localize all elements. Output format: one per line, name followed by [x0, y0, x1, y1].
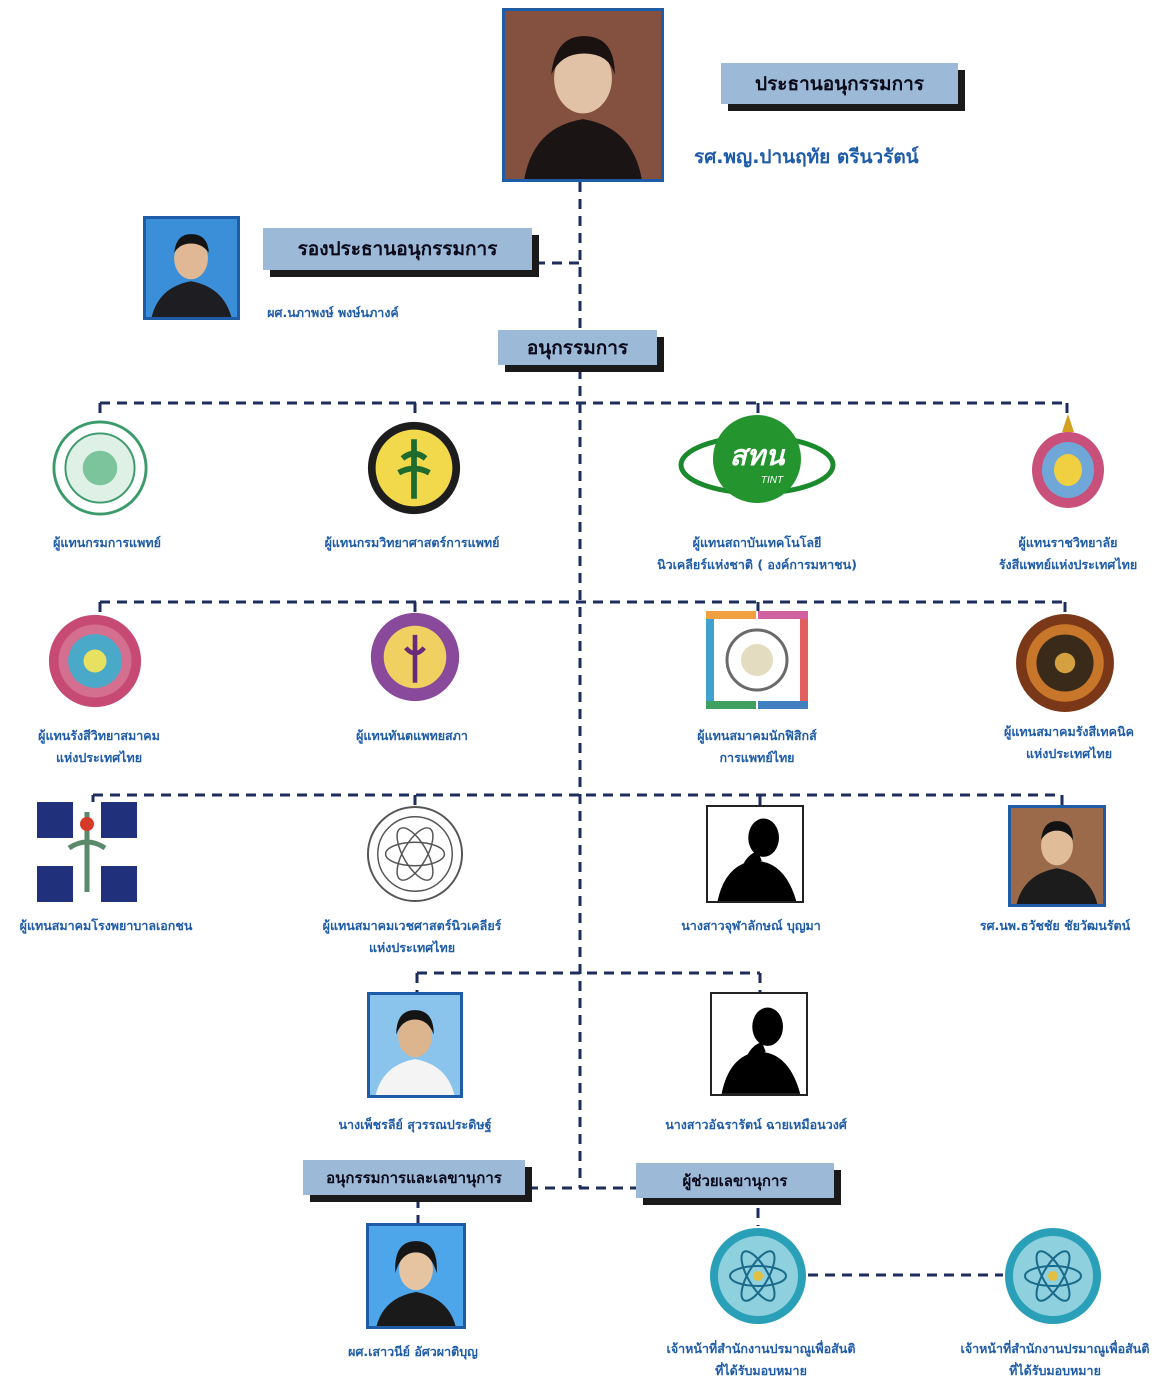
vice-chair-name-text: ผศ.นภาพงษ์ พงษ์นภางค์ [267, 305, 399, 320]
assistant-staff-1-line2: ที่ได้รับมอบหมาย [715, 1363, 807, 1378]
vice-chair-photo [143, 216, 240, 320]
secretary-name-text: ผศ.เสาวนีย์ อัศวผาติบุญ [348, 1344, 478, 1359]
member-r3-2-line2: แห่งประเทศไทย [368, 940, 456, 955]
dental-council-logo [369, 611, 461, 703]
assistant-staff-2-line2: ที่ได้รับมอบหมาย [1009, 1363, 1101, 1378]
member-r1-2: ผู้แทนกรมวิทยาศาสตร์การแพทย์ [325, 532, 500, 554]
radiology-college-logo [1028, 412, 1108, 510]
member-r1-2-line1: ผู้แทนกรมวิทยาศาสตร์การแพทย์ [324, 535, 500, 550]
member-r2-4: ผู้แทนสมาคมรังสีเทคนิค แห่งประเทศไทย [1004, 721, 1134, 765]
vice-chair-title: รองประธานอนุกรรมการ [297, 238, 498, 260]
chair-photo [502, 8, 664, 182]
member-r1-3-line1: ผู้แทนสถาบันเทคโนโลยี [692, 535, 822, 550]
member-r1-4: ผู้แทนราชวิทยาลัย รังสีแพทย์แห่งประเทศไท… [999, 532, 1137, 576]
vice-chair-title-box: รองประธานอนุกรรมการ [263, 228, 532, 270]
member-r3-3-line1: นางสาวจุฬาลักษณ์ บุญมา [681, 918, 821, 933]
member-r2-1-line1: ผู้แทนรังสีวิทยาสมาคม [38, 728, 160, 743]
assistant-staff-1: เจ้าหน้าที่สำนักงานปรมาณูเพื่อสันติ ที่ไ… [667, 1338, 856, 1382]
member-r3-2-line1: ผู้แทนสมาคมเวชศาสตร์นิวเคลียร์ [322, 918, 502, 933]
member-r4-2: นางสาวอัฉรารัตน์ ฉายเหมือนวงศ์ [665, 1114, 847, 1136]
dept-medical-sciences-logo [366, 420, 462, 516]
member-r1-1-line1: ผู้แทนกรมการแพทย์ [53, 535, 161, 550]
radiological-society-logo [47, 613, 143, 709]
assistant-title-box: ผู้ช่วยเลขานุการ [636, 1163, 834, 1198]
chair-name: รศ.พญ.ปานฤทัย ตรีนวรัตน์ [694, 146, 919, 168]
member-photo-thawatchai [1008, 805, 1106, 907]
member-r3-1-line1: ผู้แทนสมาคมโรงพยาบาลเอกชน [19, 918, 193, 933]
member-r2-3-line1: ผู้แทนสมาคมนักฟิสิกส์ [697, 728, 817, 743]
member-r2-3: ผู้แทนสมาคมนักฟิสิกส์ การแพทย์ไทย [697, 725, 816, 769]
member-r1-1: ผู้แทนกรมการแพทย์ [53, 532, 161, 554]
member-r1-3: ผู้แทนสถาบันเทคโนโลยี นิวเคลียร์แห่งชาติ… [657, 532, 857, 576]
vice-chair-name: ผศ.นภาพงษ์ พงษ์นภางค์ [267, 302, 399, 324]
member-r2-1-line2: แห่งประเทศไทย [55, 750, 143, 765]
member-r2-2-line1: ผู้แทนทันตแพทยสภา [356, 728, 468, 743]
chair-title-box: ประธานอนุกรรมการ [721, 63, 958, 104]
secretary-name: ผศ.เสาวนีย์ อัศวผาติบุญ [348, 1341, 478, 1363]
member-r3-4-line1: รศ.นพ.ธวัชชัย ชัยวัฒนรัตน์ [979, 918, 1131, 933]
assistant-staff-2-line1: เจ้าหน้าที่สำนักงานปรมาณูเพื่อสันติ [960, 1341, 1150, 1356]
tint-logo-subtext: TINT [761, 475, 784, 486]
medical-physicists-logo [706, 611, 808, 709]
secretary-title: อนุกรรมการและเลขานุการ [326, 1168, 502, 1187]
assistant-staff-1-line1: เจ้าหน้าที่สำนักงานปรมาณูเพื่อสันติ [666, 1341, 856, 1356]
member-placeholder-silhouette [706, 805, 804, 903]
member-photo-petchlee [367, 992, 463, 1098]
member-r3-4: รศ.นพ.ธวัชชัย ชัยวัฒนรัตน์ [980, 915, 1130, 937]
member-r2-1: ผู้แทนรังสีวิทยาสมาคม แห่งประเทศไทย [38, 725, 160, 769]
tint-logo-text: สทน [730, 440, 787, 471]
member-r1-4-line2: รังสีแพทย์แห่งประเทศไทย [998, 557, 1138, 572]
tint-logo: สทน TINT [676, 410, 838, 508]
assistant-staff-2: เจ้าหน้าที่สำนักงานปรมาณูเพื่อสันติ ที่ไ… [961, 1338, 1150, 1382]
committee-label: อนุกรรมการ [526, 336, 629, 359]
member-r2-4-line1: ผู้แทนสมาคมรังสีเทคนิค [1004, 724, 1134, 739]
oap-logo-1 [708, 1226, 808, 1326]
secretary-photo [366, 1223, 466, 1329]
member-r4-2-line1: นางสาวอัฉรารัตน์ ฉายเหมือนวงศ์ [665, 1117, 847, 1132]
committee-label-box: อนุกรรมการ [498, 330, 657, 365]
member-r1-4-line1: ผู้แทนราชวิทยาลัย [1018, 535, 1118, 550]
chair-title: ประธานอนุกรรมการ [755, 72, 924, 95]
member-r4-1: นางเพ็ชรลีย์ สุวรรณประดิษฐ์ [338, 1114, 491, 1136]
member-r2-3-line2: การแพทย์ไทย [719, 750, 795, 765]
nuclear-medicine-society-logo [366, 805, 464, 903]
radiologic-technology-society-logo [1014, 612, 1116, 714]
assistant-title: ผู้ช่วยเลขานุการ [682, 1171, 788, 1190]
secretary-title-box: อนุกรรมการและเลขานุการ [303, 1160, 525, 1195]
member-placeholder-silhouette-2 [710, 992, 808, 1096]
member-r2-2: ผู้แทนทันตแพทยสภา [356, 725, 468, 747]
oap-logo-2 [1003, 1226, 1103, 1326]
dept-medical-services-logo [52, 420, 148, 516]
member-r1-3-line2: นิวเคลียร์แห่งชาติ ( องค์การมหาชน) [657, 557, 857, 572]
member-r2-4-line2: แห่งประเทศไทย [1025, 746, 1113, 761]
member-r3-1: ผู้แทนสมาคมโรงพยาบาลเอกชน [20, 915, 193, 937]
private-hospital-association-logo [37, 802, 137, 902]
member-r3-3: นางสาวจุฬาลักษณ์ บุญมา [681, 915, 820, 937]
member-r3-2: ผู้แทนสมาคมเวชศาสตร์นิวเคลียร์ แห่งประเท… [323, 915, 502, 959]
member-r4-1-line1: นางเพ็ชรลีย์ สุวรรณประดิษฐ์ [338, 1117, 492, 1132]
